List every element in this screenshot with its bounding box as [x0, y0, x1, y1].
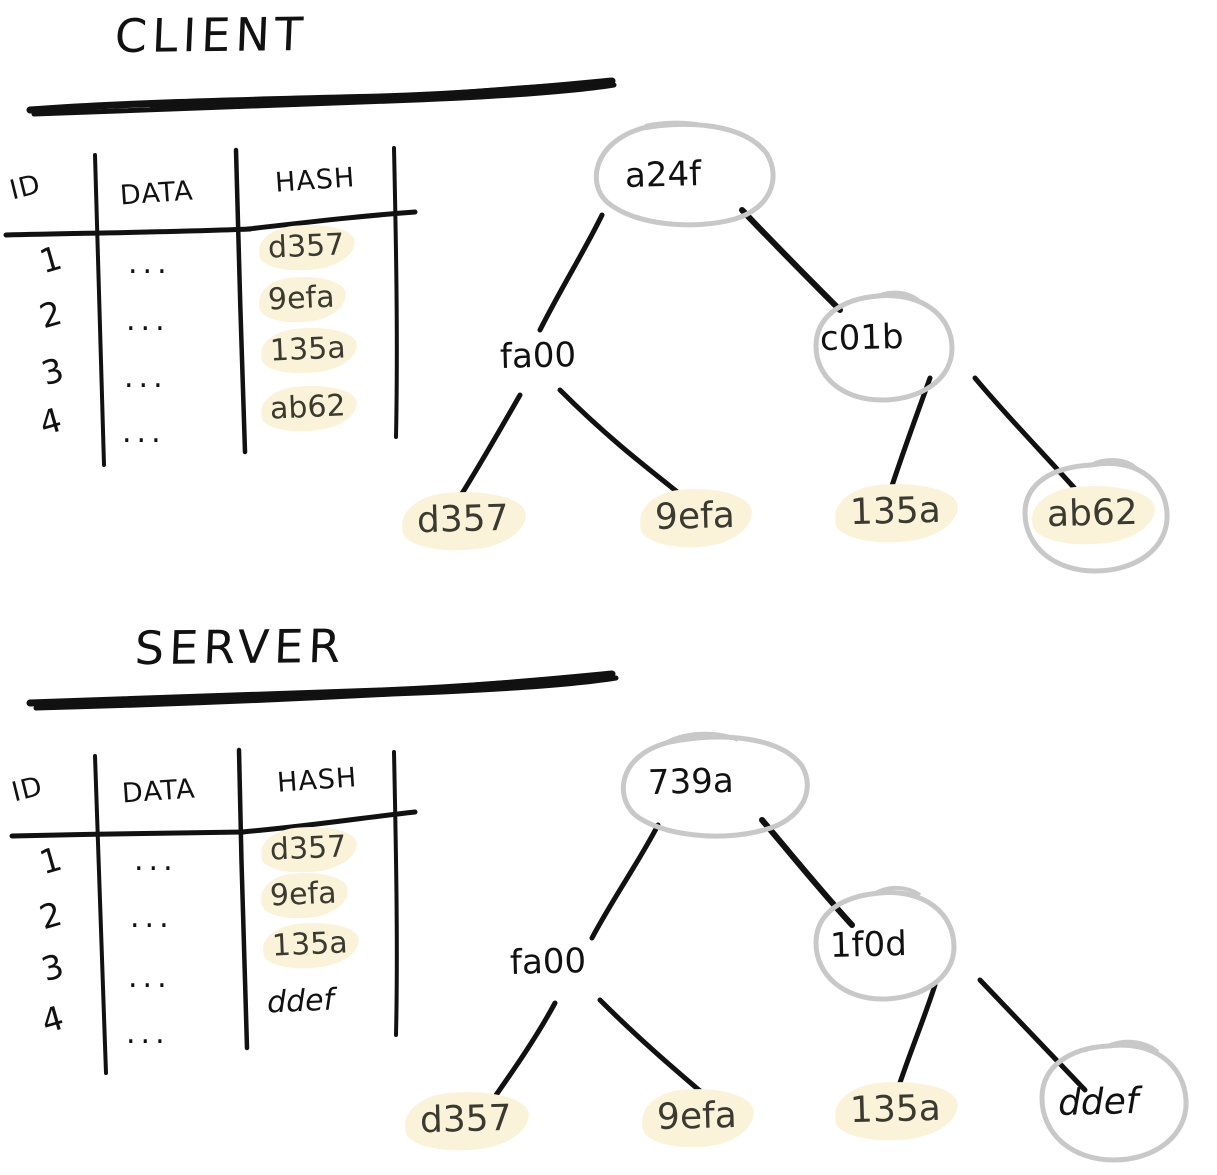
table-rule-v1: [93, 153, 106, 467]
client-leaf-135a-wrap: 135a: [844, 489, 946, 536]
server-row-2-hash-cell: 9efa: [264, 874, 342, 915]
client-leaf-ab62-wrap: ab62: [1041, 491, 1143, 538]
edge-a24f-fa00: [537, 212, 605, 333]
edge-1f0d-ddef: [977, 977, 1088, 1093]
client-row-4-hash: ab62: [264, 387, 351, 429]
server-row-2-data: ...: [130, 900, 174, 935]
client-leaf-d357: d357: [411, 497, 514, 544]
server-leaf-d357: d357: [414, 1097, 517, 1144]
server-leaf-135a: 135a: [844, 1087, 946, 1134]
client-row-1-data: ...: [128, 246, 172, 281]
table-rule-v1: [93, 754, 108, 1075]
client-leaf-ab62: ab62: [1041, 491, 1143, 538]
server-row-1-hash: d357: [264, 828, 352, 870]
client-row-2-hash: 9efa: [262, 278, 340, 319]
server-row-1-data: ...: [134, 843, 178, 878]
edge-739a-fa00: [589, 822, 661, 941]
edge-fa00-9efa: [557, 387, 693, 505]
edge-739a-1f0d: [759, 817, 855, 928]
server-row-3-hash-cell: 135a: [266, 924, 353, 966]
edge-fa00-d357: [455, 392, 523, 503]
edge-a24f-c01b: [739, 207, 843, 313]
client-table-header-hash: HASH: [274, 162, 357, 199]
table-rule-h2: [245, 209, 418, 232]
edge-c01b-ab62: [972, 375, 1088, 503]
server-table-header-hash: HASH: [276, 762, 359, 799]
client-node-fa00: fa00: [499, 335, 577, 377]
client-leaf-d357-wrap: d357: [411, 497, 514, 544]
server-title-underline: [26, 670, 619, 711]
server-row-1-hash-cell: d357: [264, 828, 352, 870]
client-row-4-data: ...: [122, 415, 166, 450]
client-row-3-data: ...: [124, 360, 168, 395]
client-node-root: a24f: [624, 154, 702, 196]
table-rule-h1: [3, 226, 253, 238]
server-leaf-135a-wrap: 135a: [844, 1087, 946, 1134]
client-row-2-hash-cell: 9efa: [262, 278, 340, 319]
table-rule-v3: [392, 750, 399, 1037]
client-row-3-hash-cell: 135a: [264, 329, 351, 371]
table-rule-h1: [9, 829, 247, 839]
server-leaf-9efa: 9efa: [651, 1094, 742, 1140]
client-title: CLIENT: [113, 6, 310, 64]
server-leaf-ddef: ddef: [1057, 1080, 1140, 1125]
client-table-header-data: DATA: [119, 175, 195, 212]
server-leaf-9efa-wrap: 9efa: [651, 1094, 742, 1140]
client-row-1-hash: d357: [262, 226, 350, 268]
server-node-1f0d: 1f0d: [829, 924, 908, 966]
server-row-3-data: ...: [128, 960, 172, 995]
edge-1f0d-135a: [892, 982, 938, 1101]
client-row-1-hash-cell: d357: [262, 226, 350, 268]
table-rule-v3: [392, 146, 399, 439]
client-row-3-hash: 135a: [264, 329, 351, 371]
server-leaf-d357-wrap: d357: [414, 1097, 517, 1144]
table-rule-v2: [233, 147, 248, 455]
client-row-2-data: ...: [126, 303, 170, 338]
server-table-header-data: DATA: [121, 773, 197, 810]
server-row-2-hash: 9efa: [264, 874, 342, 915]
server-node-fa00: fa00: [509, 941, 587, 983]
edge-c01b-135a: [885, 375, 933, 501]
server-row-4-hash: ddef: [266, 982, 335, 1021]
client-title-underline: [26, 77, 617, 117]
client-node-c01b: c01b: [819, 316, 905, 360]
client-leaf-9efa: 9efa: [649, 494, 740, 540]
client-row-4-hash-cell: ab62: [264, 387, 351, 429]
server-row-3-hash: 135a: [266, 924, 353, 966]
table-rule-v2: [236, 747, 250, 1051]
table-rule-h2: [239, 809, 418, 835]
server-node-root: 739a: [647, 760, 735, 804]
edge-fa00-d357: [484, 1000, 558, 1111]
client-leaf-135a: 135a: [844, 489, 946, 536]
server-row-4-data: ...: [126, 1016, 170, 1051]
client-leaf-9efa-wrap: 9efa: [649, 494, 740, 540]
